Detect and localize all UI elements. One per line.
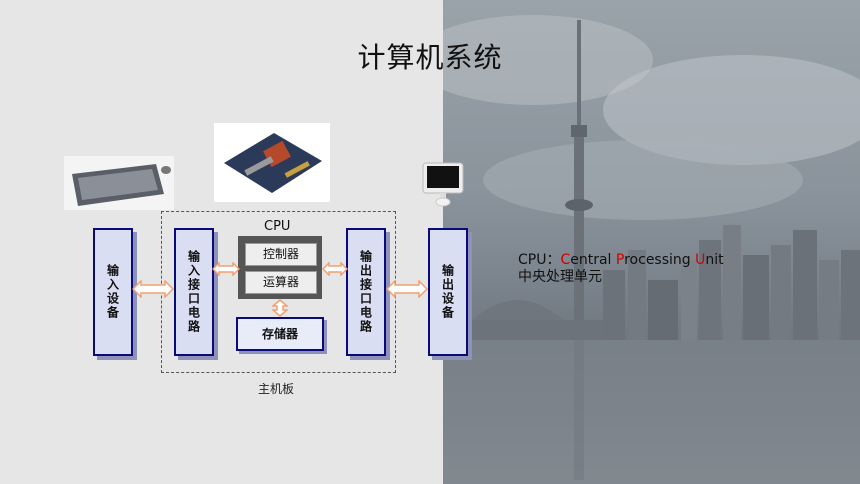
arrow-cpu-output-interface [322,262,348,276]
output-interface-label: 输出接口电路 [358,250,373,334]
keyboard-image [64,156,174,210]
arrow-cpu-memory [272,299,288,317]
input-device-box: 输入设备 [93,228,133,356]
page-title: 计算机系统 [357,41,503,74]
controller-box: 控制器 [245,243,317,266]
input-interface-label: 输入接口电路 [186,250,201,334]
city-skyline-image [443,0,860,484]
memory-box: 存储器 [236,317,324,351]
cpu-label: CPU [264,219,291,234]
output-interface-box: 输出接口电路 [346,228,386,356]
arrow-output-interface-device [386,280,428,298]
input-interface-box: 输入接口电路 [174,228,214,356]
monitor-image [422,162,464,207]
cpu-definition: CPU：Central Processing Unit 中央处理单元 [518,252,724,286]
output-device-label: 输出设备 [440,264,455,320]
motherboard-image [214,123,330,202]
motherboard-label: 主机板 [258,382,295,396]
cpu-definition-chinese: 中央处理单元 [518,269,602,285]
arrow-input-device-interface [132,280,174,298]
input-device-label: 输入设备 [105,264,120,320]
output-device-box: 输出设备 [428,228,468,356]
arrow-input-interface-cpu [212,262,240,276]
cpu-definition-english: CPU：Central Processing Unit [518,252,724,268]
alu-box: 运算器 [245,271,317,294]
